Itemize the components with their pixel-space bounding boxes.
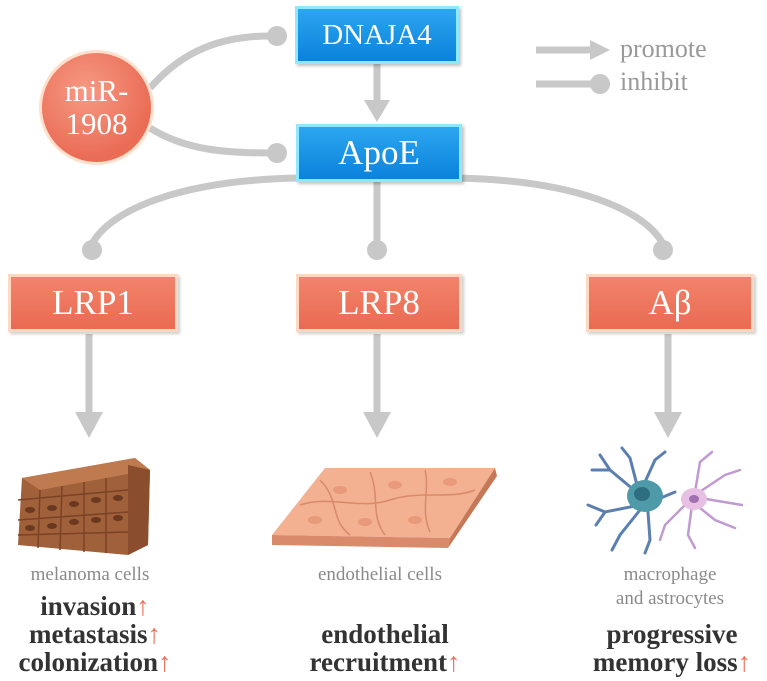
melanoma-effects: invasion↑ metastasis↑ colonization↑ xyxy=(0,592,190,676)
effect-memory-loss: memory loss↑ xyxy=(592,647,752,678)
mir-inhibits-dnaja4 xyxy=(147,32,271,91)
inhibit-dot-lrp1 xyxy=(82,240,102,260)
effect-recruitment: recruitment↑ xyxy=(309,647,461,678)
up-arrow-icon: ↑ xyxy=(136,591,150,621)
inhibit-dot-apoe xyxy=(267,143,287,163)
mir-label-line1: miR- xyxy=(64,72,129,108)
abeta-label: Aβ xyxy=(648,283,692,322)
arrowhead-melanoma xyxy=(75,412,103,438)
glia-caption-line1: macrophage xyxy=(623,564,717,585)
endothelial-caption: endothelial cells xyxy=(318,564,442,585)
arrowhead-apoe xyxy=(364,100,390,122)
arrowhead-endothelial xyxy=(363,412,391,438)
legend-promote-arrowhead xyxy=(590,40,610,60)
glia-caption: macrophage and astrocytes xyxy=(585,563,755,611)
effect-colonization: colonization↑ xyxy=(18,647,172,678)
lrp8-label: LRP8 xyxy=(338,283,420,322)
up-arrow-icon: ↑ xyxy=(737,647,752,678)
glia-effects: progressive memory loss↑ xyxy=(577,620,767,676)
up-arrow-icon: ↑ xyxy=(158,647,172,678)
legend-promote-label: promote xyxy=(620,34,707,63)
inhibit-dot-abeta xyxy=(653,240,673,260)
apoe-node: ApoE xyxy=(296,124,462,182)
abeta-node: Aβ xyxy=(586,274,754,332)
dnaja4-label: DNAJA4 xyxy=(322,18,432,51)
inhibit-dot-lrp8 xyxy=(367,240,387,260)
effect-metastasis: metastasis↑ xyxy=(29,619,161,650)
melanoma-caption: melanoma cells xyxy=(30,564,150,585)
glia-caption-line2: and astrocytes xyxy=(615,587,725,609)
arrowhead-glia xyxy=(654,412,682,438)
macrophage-astrocyte-illustration xyxy=(586,446,744,555)
up-arrow-icon: ↑ xyxy=(446,647,461,678)
effect-invasion: invasion↑ xyxy=(40,591,150,621)
up-arrow-icon: ↑ xyxy=(147,619,161,650)
mir-label-line2: 1908 xyxy=(65,105,128,141)
dnaja4-node: DNAJA4 xyxy=(295,6,459,64)
lrp1-label: LRP1 xyxy=(52,283,134,322)
endothelial-cells-illustration xyxy=(272,468,497,548)
endothelial-effects: endothelial recruitment↑ xyxy=(290,620,480,676)
effect-endothelial: endothelial xyxy=(321,619,449,649)
apoe-inhibits-abeta xyxy=(454,174,667,246)
legend-inhibit-dot xyxy=(590,74,610,94)
lrp8-node: LRP8 xyxy=(296,274,462,332)
effect-progressive: progressive xyxy=(606,619,738,649)
lrp1-node: LRP1 xyxy=(8,274,178,332)
apoe-inhibits-lrp1 xyxy=(88,174,301,246)
legend-inhibit-label: inhibit xyxy=(620,67,688,96)
mir-1908-node: miR- 1908 xyxy=(39,50,154,165)
melanoma-cells-illustration xyxy=(17,458,150,555)
inhibit-dot-dnaja4 xyxy=(267,26,287,46)
mir-inhibits-apoe xyxy=(148,125,271,157)
apoe-label: ApoE xyxy=(338,133,420,172)
